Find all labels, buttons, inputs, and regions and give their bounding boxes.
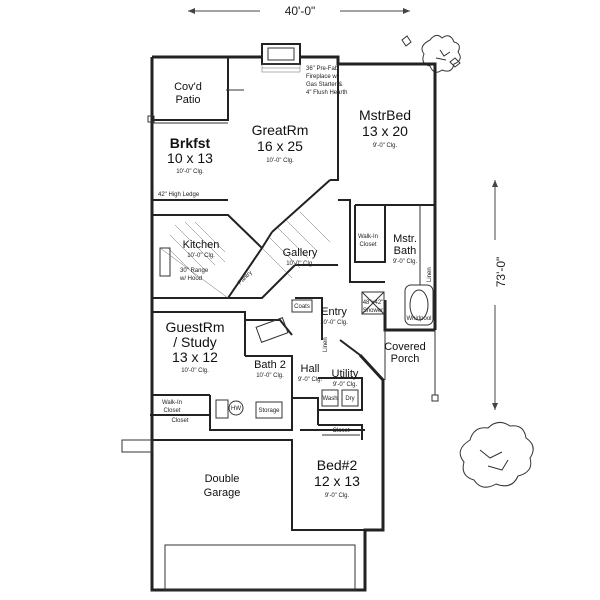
guestrm-ceiling: 10'-0" Clg.	[181, 368, 209, 374]
shower-name: Shower	[363, 308, 383, 314]
hall-name: Hall	[301, 363, 320, 375]
bath2-ceiling: 10'-0" Clg.	[256, 373, 284, 379]
garage-line2: Garage	[204, 487, 241, 499]
kitchen-range-line1: 30" Range	[180, 268, 209, 274]
mstrbed-name: MstrBed	[359, 107, 411, 123]
shower-size: 48"x42"	[363, 300, 384, 306]
guest-closet: Closet	[171, 418, 188, 424]
width-dimension: 40'-0"	[188, 4, 410, 18]
room-kitchen: Kitchen 10'-0" Clg. 30" Range w/ Hood Pa…	[179, 239, 254, 286]
room-covered-porch: Covered Porch	[384, 341, 426, 365]
covered-porch-line2: Porch	[391, 353, 420, 365]
bed2-size: 12 x 13	[314, 473, 360, 489]
hall-linen: Linen	[323, 337, 329, 352]
tree-bottom-right	[459, 422, 534, 488]
storage-label: Storage	[258, 408, 280, 414]
high-ledge: 42" High Ledge	[158, 192, 200, 198]
fireplace	[261, 43, 301, 73]
width-label: 40'-0"	[285, 4, 316, 18]
covd-patio-line2: Patio	[175, 94, 200, 106]
room-entry: Entry 10'-0" Clg.	[320, 306, 348, 326]
covered-porch-line1: Covered	[384, 341, 426, 353]
brkfst-name: Brkfst	[170, 135, 211, 151]
kitchen-range-line2: w/ Hood	[179, 276, 202, 282]
room-mstr-bath: Mstr. Bath 9'-0" Clg. Linen	[393, 233, 433, 282]
master-linen: Linen	[427, 267, 433, 282]
room-greatrm: GreatRm 16 x 25 10'-0" Clg.	[252, 122, 309, 164]
mstr-bath-line2: Bath	[394, 245, 417, 257]
coats-label: Coats	[294, 304, 310, 310]
hw-label: HW	[231, 406, 241, 412]
guestrm-line2: / Study	[173, 334, 217, 350]
room-covd-patio: Cov'd Patio	[174, 81, 202, 106]
bed2-ceiling: 9'-0" Clg.	[325, 493, 350, 499]
room-hall: Hall 9'-0" Clg.	[298, 363, 323, 383]
master-walkin-line2: Closet	[359, 242, 376, 248]
greatrm-ceiling: 10'-0" Clg.	[266, 158, 294, 164]
landscape-trees	[401, 34, 534, 488]
room-gallery: Gallery 10'-0" Clg.	[283, 247, 318, 267]
greatrm-name: GreatRm	[252, 122, 309, 138]
tree-top-right	[421, 34, 461, 73]
bed2-name: Bed#2	[317, 457, 358, 473]
room-bath2: Bath 2 10'-0" Clg.	[254, 359, 286, 379]
mstr-bath-ceiling: 9'-0" Clg.	[393, 259, 418, 265]
kitchen-ceiling: 10'-0" Clg.	[187, 253, 215, 259]
utility-wash: Wash	[322, 396, 337, 402]
brkfst-ceiling: 10'-0" Clg.	[176, 169, 204, 175]
entry-ceiling: 10'-0" Clg.	[320, 320, 348, 326]
guestrm-line1: GuestRm	[165, 319, 224, 335]
depth-label: 73'-0"	[494, 257, 508, 288]
room-guest-walkin: Walk-In Closet Closet	[162, 400, 189, 424]
garage-line1: Double	[205, 473, 240, 485]
room-guestrm: GuestRm / Study 13 x 12 10'-0" Clg.	[165, 319, 224, 374]
mstrbed-ceiling: 9'-0" Clg.	[373, 143, 398, 149]
depth-dimension: 73'-0"	[492, 180, 508, 410]
room-utility: Utility 9'-0" Clg. Wash Dry	[322, 368, 359, 402]
kitchen-name: Kitchen	[183, 239, 220, 251]
room-mstrbed: MstrBed 13 x 20 9'-0" Clg.	[359, 107, 411, 149]
fireplace-note-line1: 36" Pre-Fab	[306, 66, 339, 72]
utility-dry: Dry	[345, 396, 354, 402]
covd-patio-line1: Cov'd	[174, 81, 202, 93]
room-master-walkin: Walk-In Closet	[358, 234, 378, 248]
guest-walkin-line1: Walk-In	[162, 400, 182, 406]
fireplace-note-line3: Gas Starter &	[306, 82, 342, 88]
bath2-name: Bath 2	[254, 359, 286, 371]
gallery-ceiling: 10'-0" Clg.	[286, 261, 314, 267]
master-walkin-line1: Walk-In	[358, 234, 378, 240]
room-double-garage: Double Garage	[204, 473, 241, 499]
guest-walkin-line2: Closet	[163, 408, 180, 414]
greatrm-size: 16 x 25	[257, 138, 303, 154]
room-bed2: Bed#2 12 x 13 9'-0" Clg.	[314, 457, 360, 499]
gallery-name: Gallery	[283, 247, 318, 259]
guestrm-size: 13 x 12	[172, 349, 218, 365]
shrub-top-right	[401, 35, 461, 68]
whirlpool-label: Whirlpool	[406, 316, 431, 322]
room-shower: 48"x42" Shower	[363, 300, 384, 314]
bed2-closet: Closet	[332, 428, 349, 434]
mstr-bath-line1: Mstr.	[393, 233, 417, 245]
entry-name: Entry	[321, 306, 347, 318]
utility-ceiling: 9'-0" Clg.	[333, 382, 358, 388]
brkfst-size: 10 x 13	[167, 150, 213, 166]
fireplace-note-line4: 4" Flush Hearth	[306, 90, 347, 96]
utility-name: Utility	[332, 368, 359, 380]
hall-ceiling: 9'-0" Clg.	[298, 377, 323, 383]
fireplace-note-line2: Fireplace w/	[306, 74, 339, 80]
room-brkfst: Brkfst 10 x 13 10'-0" Clg. 42" High Ledg…	[158, 135, 213, 198]
mstrbed-size: 13 x 20	[362, 123, 408, 139]
interior-walls	[121, 57, 439, 591]
fireplace-note: 36" Pre-Fab Fireplace w/ Gas Starter & 4…	[306, 66, 347, 96]
